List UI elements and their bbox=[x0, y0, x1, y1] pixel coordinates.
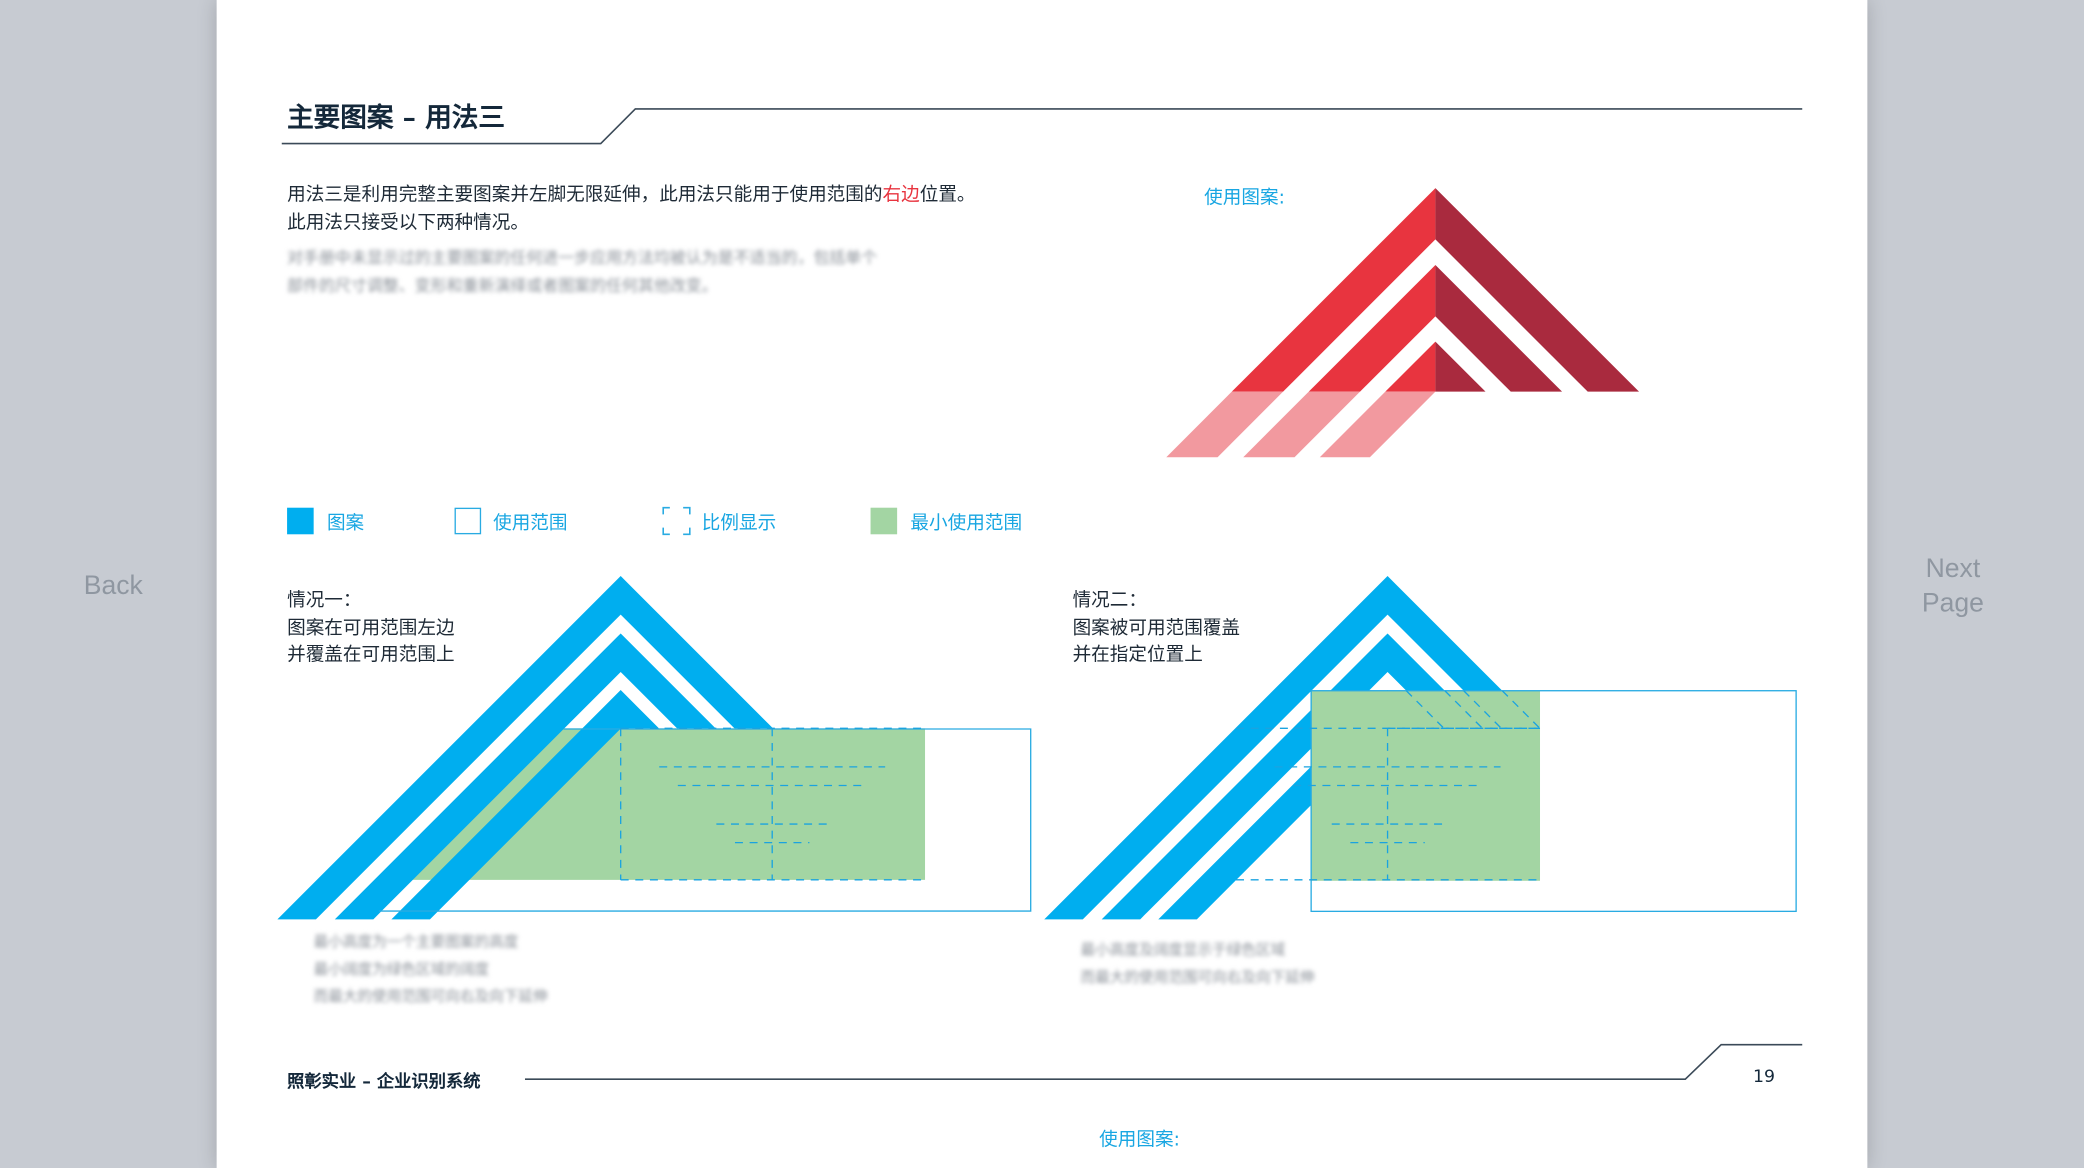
red-pattern-logo bbox=[1166, 188, 1640, 458]
case2-notes: 最小高度及阔度显示于绿色区域 而最大的使用范围可向右及向下延伸 bbox=[1081, 937, 1315, 991]
note-line2: 部件的尺寸调整、变形和重新演绎或者图案的任何其他改变。 bbox=[287, 276, 718, 296]
outline-square-icon bbox=[454, 507, 482, 535]
dashed-upper-guide bbox=[1405, 690, 1445, 729]
next-page-usage-label: 使用图案: bbox=[1099, 1129, 1180, 1151]
legend-label-range: 使用范围 bbox=[493, 513, 568, 535]
case1-line2: 并覆盖在可用范围上 bbox=[287, 644, 455, 666]
intro-text-end: 位置。 bbox=[919, 184, 976, 207]
case2-heading: 情况二： bbox=[1072, 590, 1147, 612]
next-label-line1: Next bbox=[1925, 554, 1981, 584]
corner-brackets-icon bbox=[662, 506, 691, 536]
chevron-left-half bbox=[1231, 188, 1436, 392]
case1-description: 情况一： 图案在可用范围左边 并覆盖在可用范围上 bbox=[287, 587, 454, 669]
case1-scale-guides bbox=[620, 727, 926, 881]
case1-note: 而最大的使用范围可向右及向下延伸 bbox=[313, 987, 548, 1005]
back-label: Back bbox=[83, 571, 143, 601]
footer-brand: 照彰实业 – 企业识别系统 bbox=[287, 1072, 481, 1093]
next-label-line2: Page bbox=[1921, 588, 1984, 619]
case1-note: 最小高度为一个主要图案的高度 bbox=[313, 933, 519, 951]
intro-text: 用法三是利用完整主要图案并左脚无限延伸，此用法只能用于使用范围的 bbox=[287, 184, 883, 207]
green-square-icon bbox=[870, 507, 898, 535]
chevron-right-half bbox=[1435, 188, 1640, 392]
case2-line1: 图案被可用范围覆盖 bbox=[1072, 617, 1241, 639]
chevron-right-half bbox=[1435, 341, 1486, 392]
note-line1: 对手册中未显示过的主要图案的任何进一步应用方法均被认为是不适当的，包括单个 bbox=[287, 248, 878, 268]
case1-heading: 情况一： bbox=[287, 590, 362, 612]
case2-note: 而最大的使用范围可向右及向下延伸 bbox=[1080, 968, 1315, 986]
next-page-button[interactable]: Next Page bbox=[1922, 552, 1984, 621]
intro-line1: 用法三是利用完整主要图案并左脚无限延伸，此用法只能用于使用范围的右边位置。 bbox=[287, 182, 975, 210]
footer-rule bbox=[524, 1043, 1803, 1081]
intro-highlight: 右边 bbox=[882, 184, 920, 207]
case1-line1: 图案在可用范围左边 bbox=[287, 617, 455, 639]
chevron-extension bbox=[1243, 391, 1361, 458]
back-button[interactable]: Back bbox=[84, 569, 143, 604]
document-page bbox=[216, 0, 1868, 1168]
dashed-upper-guide bbox=[1444, 690, 1483, 729]
case2-description: 情况二： 图案被可用范围覆盖 并在指定位置上 bbox=[1073, 587, 1240, 669]
legend-label-min-range: 最小使用范围 bbox=[910, 513, 1023, 535]
legend-label-pattern: 图案 bbox=[326, 513, 365, 535]
case1-notes: 最小高度为一个主要图案的高度 最小阔度为绿色区域的阔度 而最大的使用范围可向右及… bbox=[314, 929, 548, 1011]
case1-note: 最小阔度为绿色区域的阔度 bbox=[313, 960, 490, 978]
page-title: 主要图案 – 用法三 bbox=[287, 101, 505, 133]
page-number: 19 bbox=[1753, 1067, 1776, 1088]
case2-scale-guides bbox=[1236, 690, 1541, 881]
dashed-upper-guide bbox=[1501, 690, 1541, 729]
chevron-left-half bbox=[1308, 265, 1436, 392]
intro-line2: 此用法只接受以下两种情况。 bbox=[287, 212, 529, 234]
dashed-upper-guide bbox=[1463, 690, 1502, 729]
chevron-extension bbox=[1166, 391, 1284, 458]
case2-line2: 并在指定位置上 bbox=[1072, 644, 1203, 666]
case2-note: 最小高度及阔度显示于绿色区域 bbox=[1080, 940, 1286, 959]
chevron-extension bbox=[1319, 391, 1436, 458]
legend-label-scale: 比例显示 bbox=[701, 513, 777, 535]
filled-square-icon bbox=[287, 507, 314, 535]
title-rule bbox=[281, 108, 1803, 145]
usage-pattern-label: 使用图案: bbox=[1204, 187, 1285, 209]
case2-usage-range bbox=[1310, 690, 1797, 913]
